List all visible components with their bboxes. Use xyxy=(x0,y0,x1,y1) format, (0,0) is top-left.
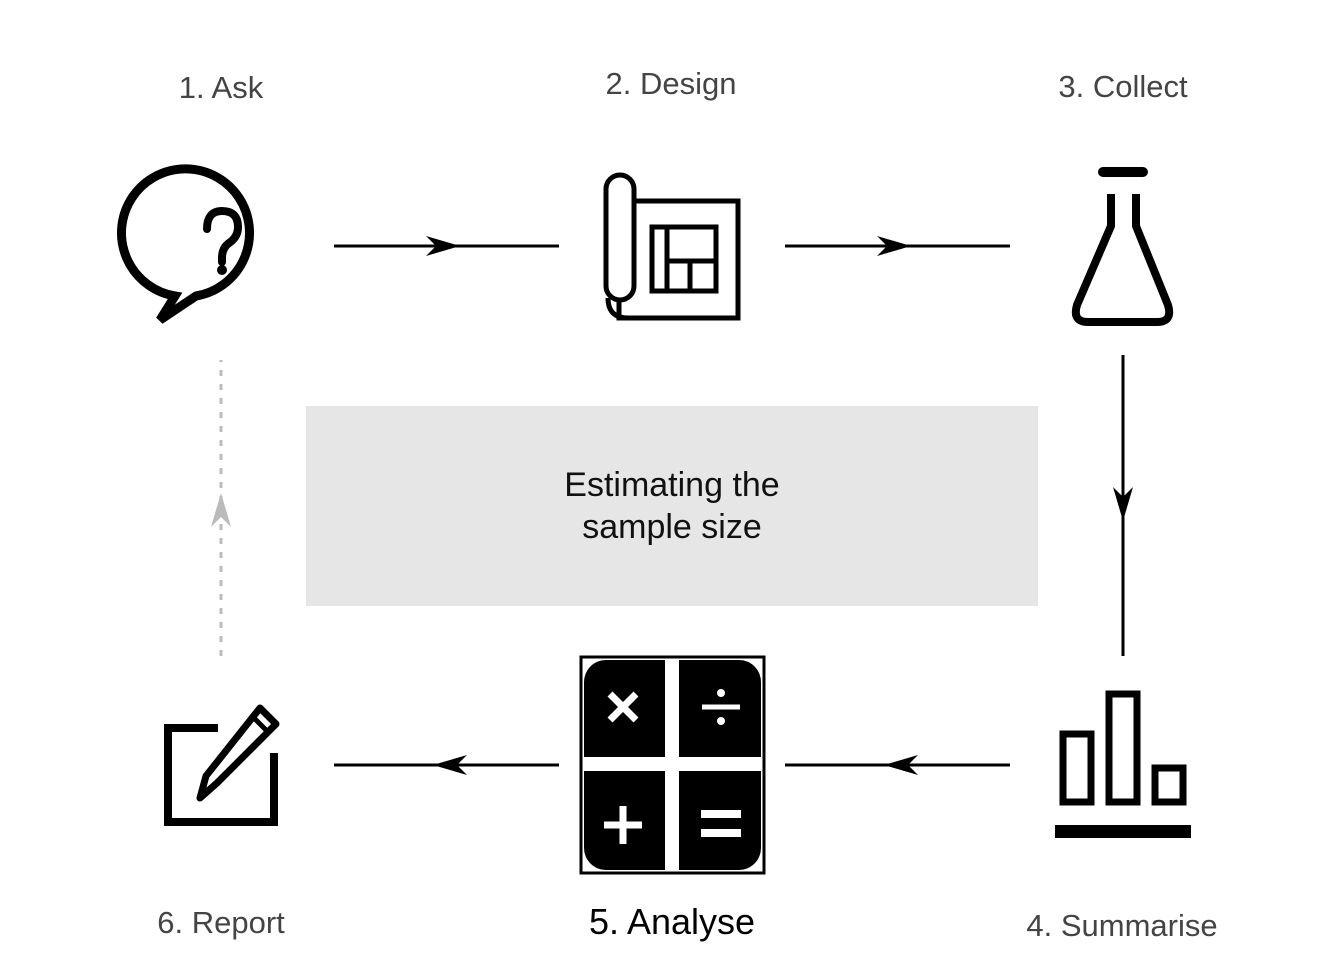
question-speech-bubble-icon xyxy=(117,164,254,324)
step-label-summarise: 4. Summarise xyxy=(1026,908,1218,943)
center-text-line2: sample size xyxy=(582,508,762,546)
step-label-collect: 3. Collect xyxy=(1058,69,1188,104)
arrow-ask-to-design xyxy=(334,236,559,256)
step-label-report: 6. Report xyxy=(157,905,285,940)
bar-chart-icon xyxy=(1055,690,1191,838)
arrow-analyse-to-report xyxy=(334,755,559,775)
arrow-report-to-ask-dashed xyxy=(211,360,231,656)
step-label-design: 2. Design xyxy=(605,66,737,101)
arrow-collect-to-summarise xyxy=(1113,355,1133,656)
arrow-summarise-to-analyse xyxy=(785,755,1010,775)
arrow-design-to-collect xyxy=(785,236,1010,256)
edit-pencil-icon xyxy=(164,704,280,826)
center-text-line1: Estimating the xyxy=(564,466,780,504)
blueprint-icon xyxy=(603,172,741,321)
center-box: Estimating the sample size xyxy=(306,406,1038,606)
flask-icon xyxy=(1071,167,1174,326)
calculator-icon xyxy=(579,655,766,875)
step-label-ask: 1. Ask xyxy=(178,70,264,105)
step-label-analyse: 5. Analyse xyxy=(588,901,756,942)
